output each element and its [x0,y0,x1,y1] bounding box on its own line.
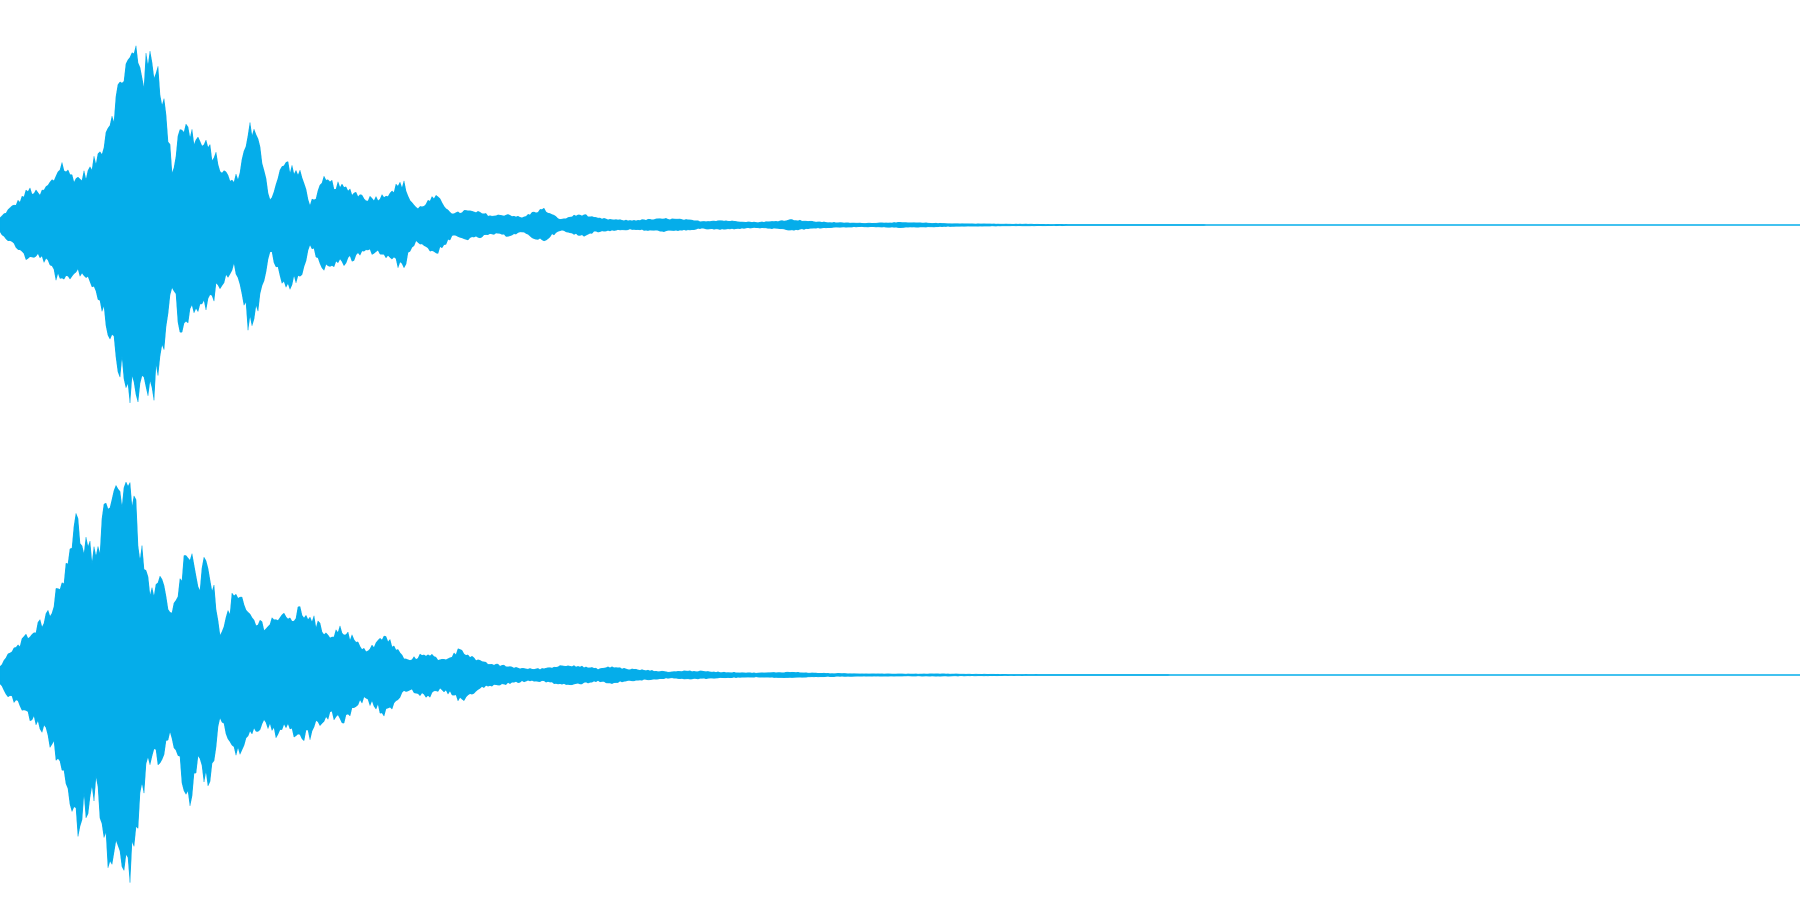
waveform-channel-left [0,45,1800,403]
waveform-channel-right [0,481,1800,883]
waveform-envelope [0,481,1800,883]
waveform-envelope [0,45,1800,403]
